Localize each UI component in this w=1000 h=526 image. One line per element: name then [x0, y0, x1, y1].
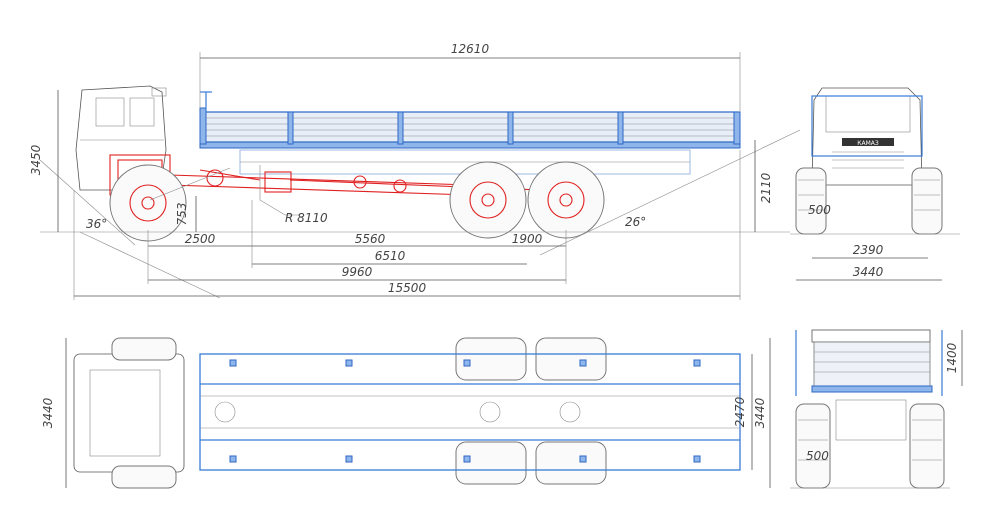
dim-bogie-spacing: 1900: [512, 232, 543, 246]
side-view: 12610 3450 2110 753 R 8110 36° 26° 2500 …: [29, 42, 801, 300]
dim-top-width-right: 3440: [753, 397, 767, 428]
rear-left-tire: [795, 403, 831, 489]
dim-wheelbase-1: 5560: [355, 232, 386, 246]
dim-ground-clearance: 753: [175, 203, 189, 226]
dim-side-height: 1400: [945, 342, 959, 373]
dim-top-width-left: 3440: [41, 397, 55, 428]
dim-rear-tire-width: 500: [806, 449, 829, 463]
dim-cab-height: 3450: [29, 144, 43, 175]
rear-view: 500 1400: [790, 329, 963, 489]
top-cab: [73, 353, 185, 473]
front-cab-brand: КАМАЗ: [857, 140, 879, 147]
dim-track: 2390: [853, 243, 884, 257]
top-platform: [199, 353, 741, 471]
dim-turn-radius: R 8110: [285, 211, 328, 225]
side-wheel-rear-2: [527, 161, 605, 239]
dim-platform-width: 2470: [733, 396, 747, 427]
dim-total-height: 2110: [759, 172, 773, 203]
dim-total-width: 3440: [853, 265, 884, 279]
side-chassis-drivetrain: [109, 154, 591, 216]
dim-wheelbase-2: 6510: [375, 249, 406, 263]
front-view: КАМАЗ 500 2390 3440: [790, 87, 960, 281]
rear-right-tire: [909, 403, 945, 489]
angle-approach: 36°: [86, 217, 107, 231]
dim-front-tire-width: 500: [808, 203, 831, 217]
angle-departure: 26°: [625, 215, 646, 229]
side-platform: [199, 91, 741, 175]
top-view: 3440 2470 3440: [41, 337, 771, 489]
dim-front-overhang: 2500: [185, 232, 216, 246]
dim-rear-axle: 9960: [342, 265, 373, 279]
dim-platform-length: 12610: [451, 42, 490, 56]
front-right-tire: [911, 167, 943, 235]
side-wheel-rear-1: [449, 161, 527, 239]
front-left-tire: [795, 167, 827, 235]
dim-total-length: 15500: [388, 281, 427, 295]
